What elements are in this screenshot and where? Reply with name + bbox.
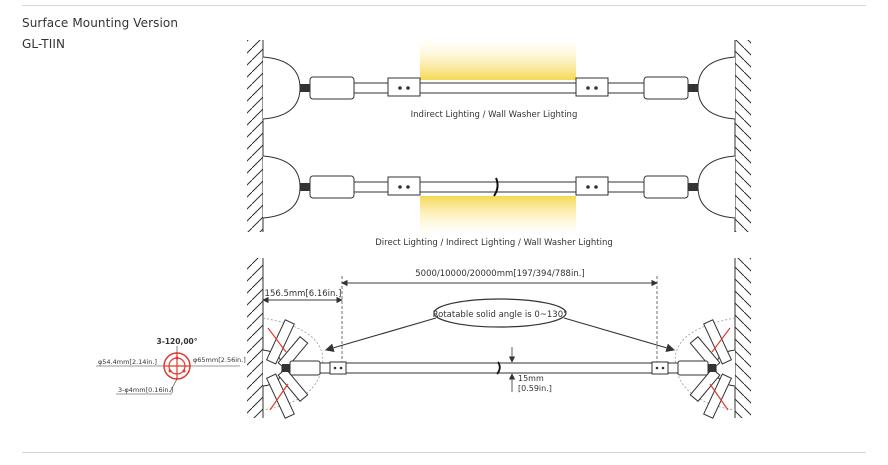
outer-diameter-label: φ65mm[2.56in.] <box>193 356 246 364</box>
model-name: GL-TIIN <box>22 37 66 51</box>
rotation-callout <box>433 298 567 328</box>
wall-right <box>735 40 751 140</box>
diameter-inch-label: [0.59in.] <box>518 384 552 393</box>
rotation-label: Rotatable solid angle is 0~130° <box>433 310 568 320</box>
inner-diameter-label: φ54.4mm[2.14in.] <box>98 358 157 366</box>
glow-up <box>420 38 576 80</box>
wall-left <box>247 138 263 232</box>
fixture-direct <box>247 138 751 236</box>
wall-left <box>247 40 263 140</box>
offset-label: 156.5mm[6.16in.] <box>265 289 342 299</box>
wall-right <box>735 258 751 418</box>
glow-down <box>420 196 576 236</box>
rotation-marker <box>267 327 287 353</box>
base-plate-detail <box>96 346 240 395</box>
caption-direct: Direct Lighting / Indirect Lighting / Wa… <box>375 238 612 248</box>
holes-label: 3-120,00° <box>156 337 197 346</box>
fixture-indirect <box>247 38 751 140</box>
screw-label: 3-φ4mm[0.16in.] <box>118 386 173 394</box>
bottom-divider <box>22 452 866 453</box>
fixture-dimensioned <box>247 258 751 419</box>
rotation-marker <box>711 327 731 353</box>
wall-left <box>247 258 263 418</box>
caption-indirect: Indirect Lighting / Wall Washer Lighting <box>411 110 578 120</box>
diameter-label: 15mm <box>518 374 544 383</box>
rotation-marker <box>269 383 289 411</box>
length-label: 5000/10000/20000mm[197/394/788in.] <box>415 269 584 279</box>
page-title: Surface Mounting Version <box>22 16 179 30</box>
top-divider <box>22 5 866 6</box>
wall-right <box>735 138 751 232</box>
rotation-marker <box>709 383 729 411</box>
